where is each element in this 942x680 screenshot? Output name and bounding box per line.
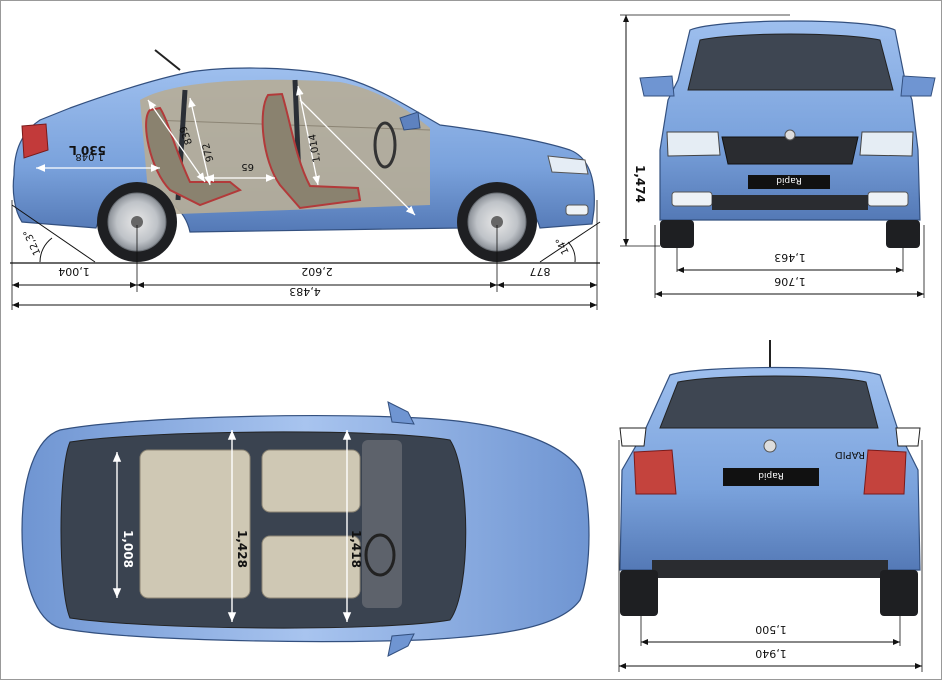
overall-length-label: 4,483 xyxy=(289,285,321,298)
rear-shoulder-width-label: 1,428 xyxy=(235,530,249,568)
approach-angle-label: 14° xyxy=(554,235,571,256)
top-view: 1,008 1,428 1,418 xyxy=(21,401,590,657)
front-overhang-label: 877 xyxy=(530,265,551,278)
departure-angle-label: 12,3° xyxy=(22,228,43,257)
rear-overhang-label: 1,004 xyxy=(58,265,90,278)
front-wheel xyxy=(457,182,537,262)
front-shoulder-width-label: 1,418 xyxy=(349,530,363,568)
height-label: 1,474 xyxy=(633,165,647,203)
front-plate-text: Rapid xyxy=(776,175,802,185)
rear-badge-text: RAPID xyxy=(835,449,865,460)
trunk-length-label: 1,048 xyxy=(75,151,104,162)
front-view: Rapid 1,474 1,463 1,706 xyxy=(620,14,936,298)
rear-plate-text: Rapid xyxy=(758,470,784,480)
rear-window xyxy=(659,375,879,429)
windshield xyxy=(687,33,894,91)
rear-interior-width-label: 1,008 xyxy=(121,530,135,568)
rear-track-label: 1,500 xyxy=(755,623,787,636)
rear-headroom-label: 972 xyxy=(201,142,217,163)
width-with-mirrors-label: 1,940 xyxy=(755,647,787,660)
rear-wheel xyxy=(97,182,177,262)
front-headroom-label: 1,014 xyxy=(307,133,323,163)
wheelbase-label: 2,602 xyxy=(301,265,333,278)
side-view: 530 L 1,048 839 972 65 1,014 12,3° 14° 1… xyxy=(10,49,601,310)
front-seat xyxy=(261,92,362,210)
front-track-label: 1,463 xyxy=(774,251,806,264)
trunk-volume-label: 530 L xyxy=(69,143,106,157)
knee-room-label: 65 xyxy=(241,161,254,172)
body-width-label: 1,706 xyxy=(774,275,806,288)
rear-view: RAPID Rapid 1,500 1,940 xyxy=(618,340,923,672)
